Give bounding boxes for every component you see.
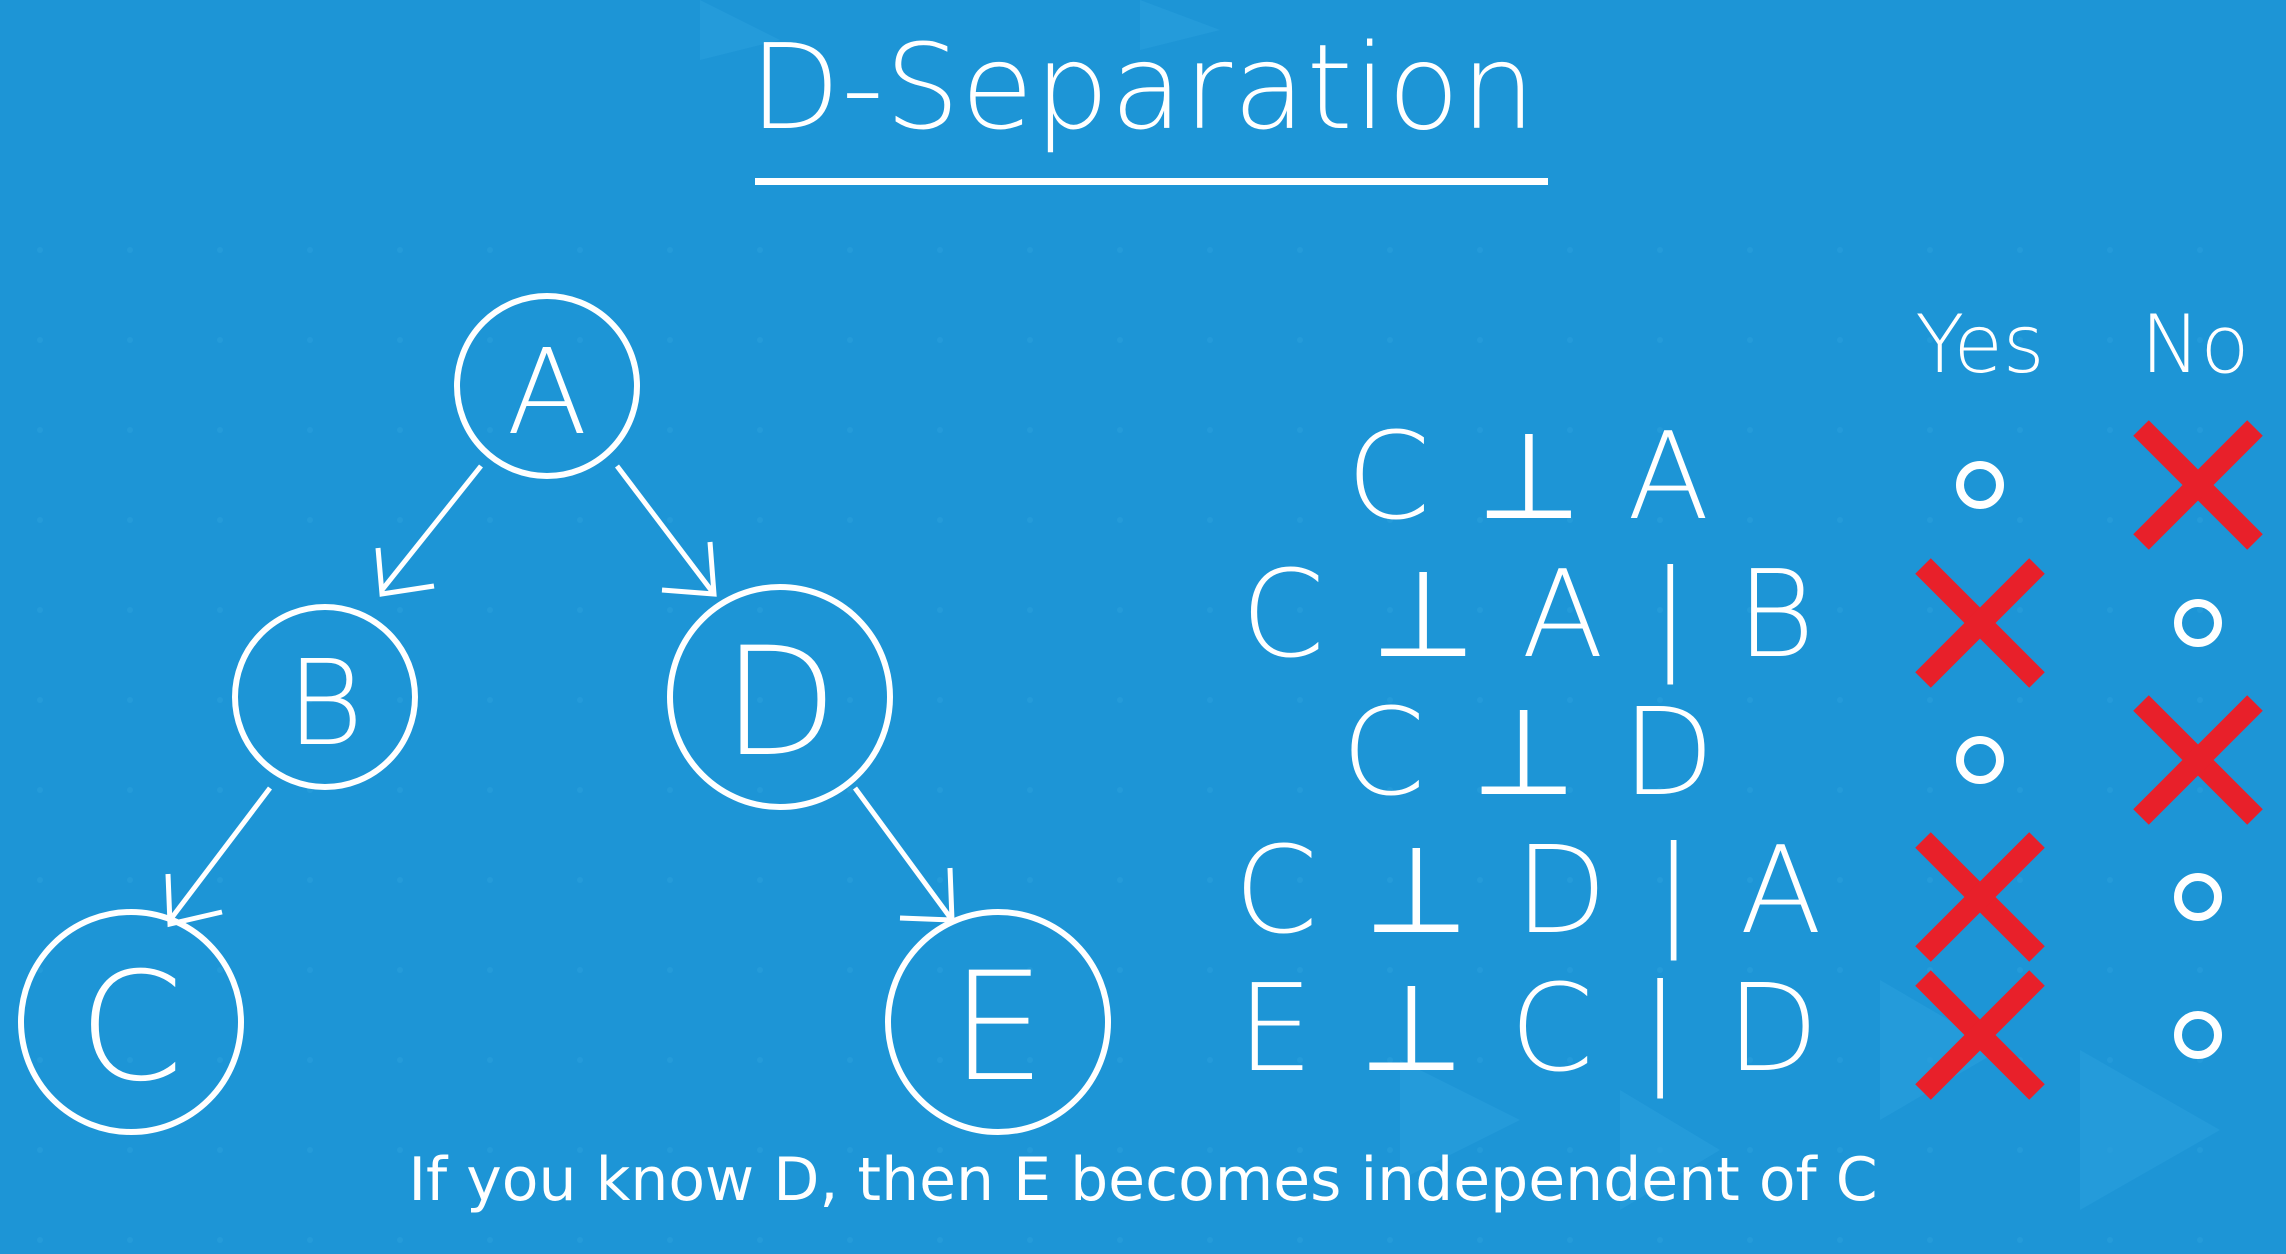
node-d-label: D bbox=[722, 616, 838, 790]
statement-row-2: C ⊥ A | B bbox=[1241, 546, 1819, 685]
node-d: D bbox=[667, 584, 893, 810]
edge-a-d bbox=[615, 464, 717, 597]
graph-edges bbox=[165, 464, 955, 928]
red-cross-icon[interactable] bbox=[1915, 558, 2045, 688]
edge-d-e bbox=[852, 786, 955, 923]
statement-row-3: C ⊥ D bbox=[1341, 684, 1719, 823]
subtitle-caption: If you know D, then E becomes independen… bbox=[408, 1145, 1878, 1215]
circle-option-icon[interactable] bbox=[2133, 558, 2263, 688]
circle-option-icon[interactable] bbox=[1915, 695, 2045, 825]
graph-nodes: A B C D E bbox=[18, 293, 1111, 1135]
red-cross-icon[interactable] bbox=[2133, 695, 2263, 825]
slide-title: D-Separation bbox=[749, 18, 1537, 156]
node-a: A bbox=[454, 293, 640, 479]
edge-b-c bbox=[165, 786, 272, 928]
red-cross-icon[interactable] bbox=[2133, 420, 2263, 550]
red-cross-icon[interactable] bbox=[1915, 832, 2045, 962]
node-b: B bbox=[232, 604, 418, 790]
edge-a-b bbox=[375, 464, 483, 597]
statement-row-5: E ⊥ C | D bbox=[1237, 960, 1823, 1099]
node-e-label: E bbox=[951, 941, 1046, 1115]
column-header-no: No bbox=[2140, 298, 2250, 391]
node-e: E bbox=[885, 909, 1111, 1135]
statement-row-4: C ⊥ D | A bbox=[1234, 822, 1826, 961]
node-a-label: A bbox=[507, 323, 588, 461]
node-c: C bbox=[18, 909, 244, 1135]
circle-option-icon[interactable] bbox=[1915, 420, 2045, 550]
title-underline bbox=[755, 178, 1548, 185]
statement-row-1: C ⊥ A bbox=[1346, 408, 1714, 547]
node-b-label: B bbox=[286, 634, 363, 772]
circle-option-icon[interactable] bbox=[2133, 970, 2263, 1100]
column-header-yes: Yes bbox=[1915, 298, 2045, 391]
circle-option-icon[interactable] bbox=[2133, 832, 2263, 962]
red-cross-icon[interactable] bbox=[1915, 970, 2045, 1100]
node-c-label: C bbox=[79, 941, 184, 1115]
